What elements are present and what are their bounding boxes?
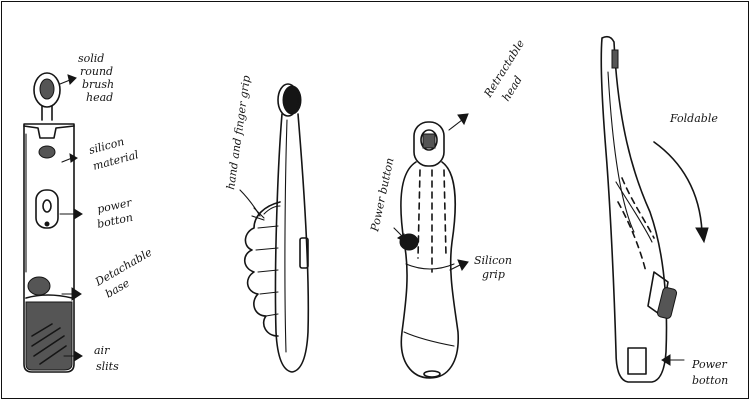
label-foldable-power-2: botton bbox=[692, 374, 728, 387]
side-brush-head bbox=[278, 84, 301, 116]
label-power-button: Power button bbox=[368, 157, 397, 234]
retractable-head bbox=[414, 122, 444, 166]
label-silicon-grip-2: grip bbox=[482, 268, 505, 281]
side-grip-pointer bbox=[240, 190, 264, 220]
label-head-1: solid bbox=[78, 52, 104, 65]
label-foldable-power-1: Power bbox=[691, 358, 728, 371]
front-view-sketch: solid round brush head silicon material … bbox=[24, 52, 155, 373]
retractable-view-sketch: Power button Retractable head Silicon gr… bbox=[368, 37, 527, 378]
label-foldable: Foldable bbox=[669, 112, 718, 125]
side-view-sketch: hand and finger grip bbox=[224, 75, 308, 372]
label-head-4: head bbox=[86, 91, 113, 104]
label-head-3: brush bbox=[82, 78, 114, 91]
label-head-2: round bbox=[80, 65, 113, 78]
label-silicon-grip-1: Silicon bbox=[474, 254, 512, 267]
foldable-power-button bbox=[628, 348, 646, 374]
side-handle bbox=[275, 114, 308, 372]
label-air-2: slits bbox=[96, 360, 119, 373]
foldable-view-sketch: Foldable Power botton bbox=[601, 37, 728, 387]
finger-grip bbox=[245, 202, 280, 336]
round-brush-head bbox=[34, 73, 60, 120]
label-air-1: air bbox=[94, 344, 110, 357]
folded-brush-head bbox=[648, 272, 677, 319]
fold-direction-arrow bbox=[654, 142, 708, 242]
front-power-button bbox=[36, 190, 58, 228]
foldable-handle bbox=[601, 37, 666, 382]
label-hand-finger-grip: hand and finger grip bbox=[224, 75, 253, 191]
